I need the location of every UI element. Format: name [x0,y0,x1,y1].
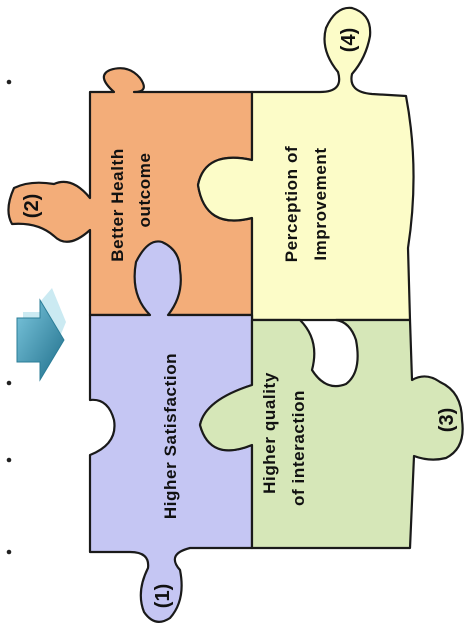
bullet-dots [6,79,12,555]
piece-number-satisfaction: (1) [152,584,174,608]
satisfaction-label: Higher Satisfaction [161,353,180,519]
puzzle-piece-satisfaction [88,240,254,623]
health-label-line2: outcome [135,152,154,227]
interaction-label-line2: of interaction [289,390,308,506]
right-arrow-icon [16,288,66,382]
puzzle-piece-improvement [196,6,415,322]
piece-number-health: (2) [21,194,43,218]
piece-number-improvement: (4) [338,28,360,52]
puzzle-piece-interaction [198,318,464,550]
improvement-label-line2: Improvement [311,147,330,260]
bullet-dot-icon [6,380,12,386]
piece-number-interaction: (3) [436,408,458,432]
bullet-dot-icon [6,79,12,85]
bullet-dot-icon [6,457,12,463]
improvement-label-line1: Perception of [282,146,301,262]
bullet-dot-icon [6,549,12,555]
health-label-line1: Better Health [108,148,127,262]
interaction-label-line1: Higher quality [260,372,279,494]
